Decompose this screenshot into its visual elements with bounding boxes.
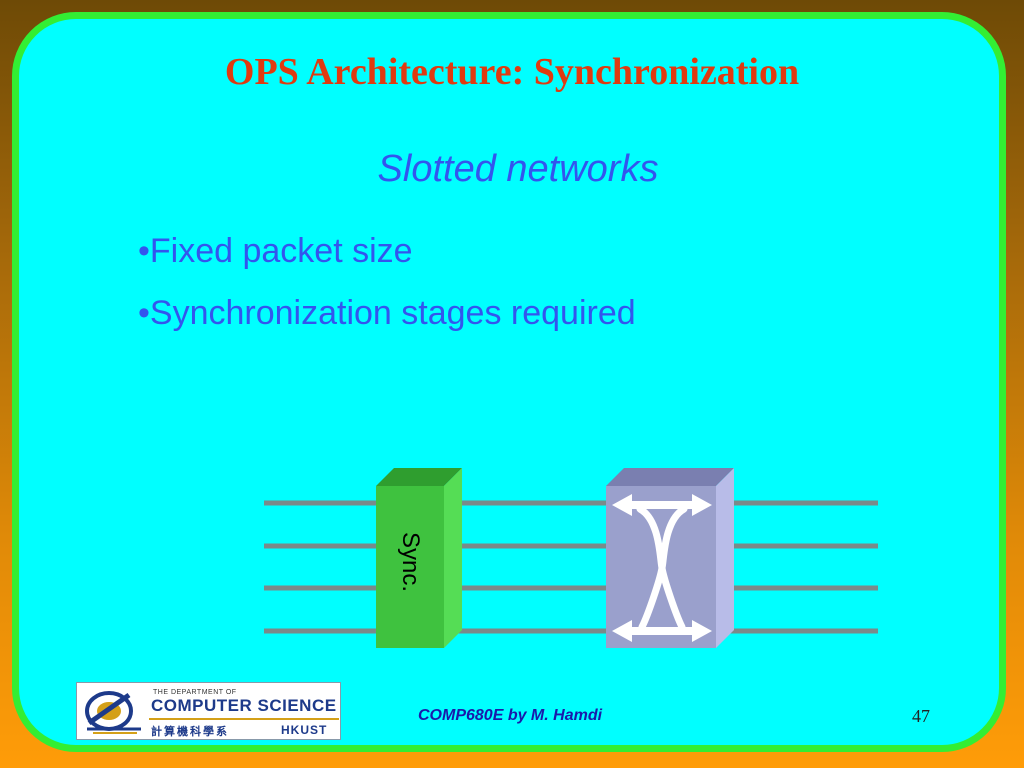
switch-block: [606, 468, 734, 648]
footer-text: COMP680E by M. Hamdi: [418, 707, 603, 724]
logo-institution-text: HKUST: [281, 723, 328, 737]
slide-subtitle: Slotted networks: [377, 148, 659, 190]
page-number: 47: [912, 706, 930, 726]
output-lines: [725, 500, 878, 634]
logo-divider: [149, 718, 339, 720]
bullet-item-1: •Fixed packet size: [138, 232, 413, 270]
sync-label: Sync.: [397, 532, 424, 593]
logo-small-text: THE DEPARTMENT OF: [153, 689, 237, 696]
crossing-lines: [636, 505, 688, 631]
crossing-arrows-icon: [612, 494, 712, 642]
department-logo: THE DEPARTMENT OF COMPUTER SCIENCE 計算機科學…: [76, 682, 341, 740]
logo-chinese-text: 計算機科學系: [151, 726, 229, 738]
middle-lines: [452, 500, 608, 634]
input-lines: [264, 500, 378, 634]
sync-block: [376, 468, 462, 648]
logo-main-text: COMPUTER SCIENCE: [151, 696, 337, 715]
slide-title: OPS Architecture: Synchronization: [224, 51, 800, 93]
bullet-item-2: •Synchronization stages required: [138, 294, 636, 332]
logo-emblem-icon: [85, 691, 141, 734]
